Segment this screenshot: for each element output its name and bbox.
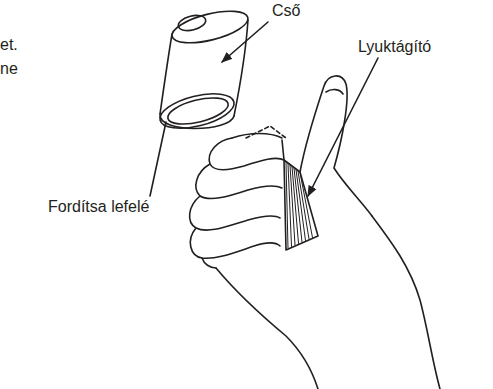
part-label: Cső bbox=[272, 2, 300, 20]
cut-off-text: ne bbox=[0, 60, 18, 78]
tube bbox=[156, 5, 250, 135]
instruction-label: Fordítsa lefelé bbox=[48, 198, 149, 216]
hand bbox=[190, 76, 440, 389]
leader-line bbox=[308, 58, 378, 196]
part-label: Lyuktágító bbox=[358, 38, 431, 56]
leader-line bbox=[150, 122, 166, 196]
leader-line bbox=[222, 22, 268, 62]
reamer-flutes bbox=[286, 162, 313, 248]
cut-off-text: et. bbox=[0, 36, 18, 54]
